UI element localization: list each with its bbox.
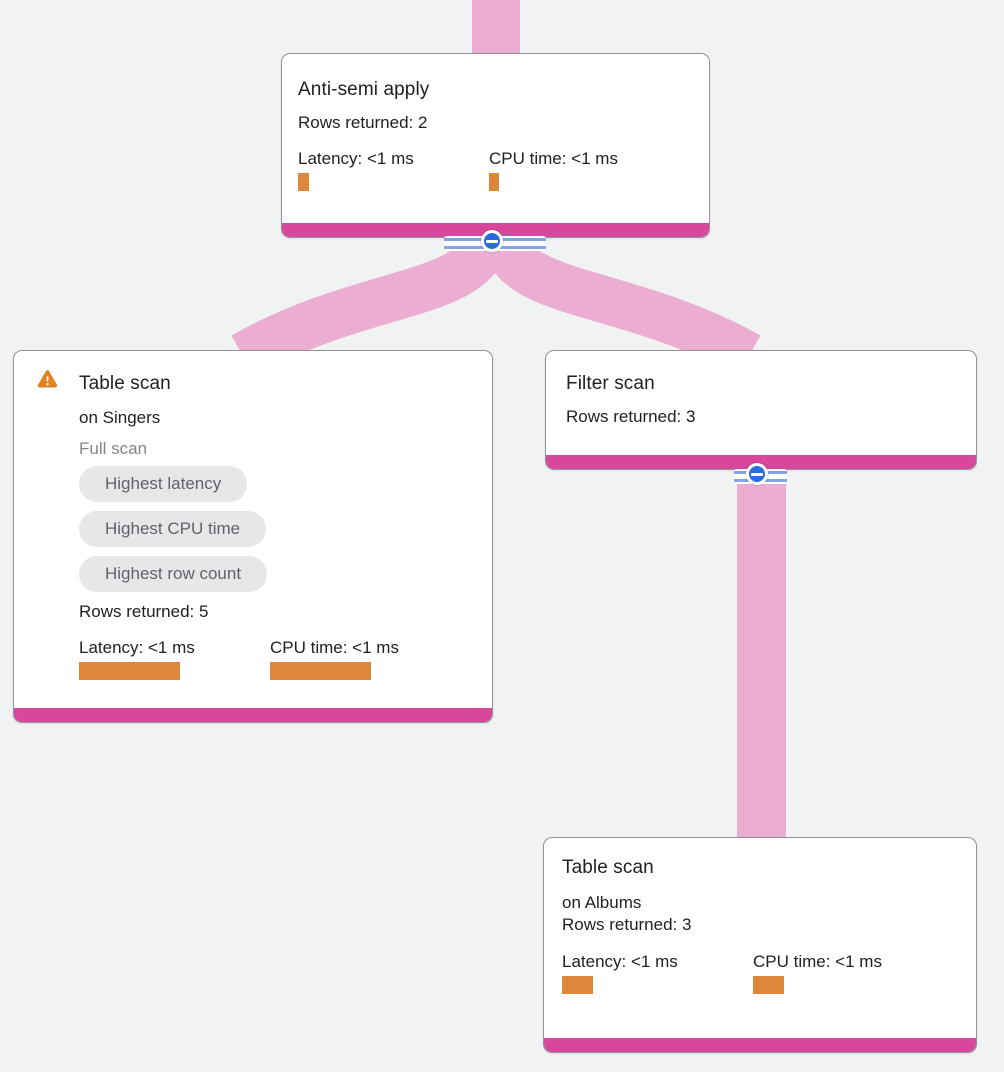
- rows-returned: Rows returned: 5: [79, 602, 209, 621]
- accent-bar: [544, 1038, 976, 1052]
- node-title: Table scan: [79, 373, 171, 394]
- cpu-label: CPU time: <1 ms: [270, 638, 399, 657]
- plan-node-table-scan-singers[interactable]: Table scan on Singers Full scan Highest …: [13, 350, 493, 723]
- cpu-stat: CPU time: <1 ms: [489, 148, 680, 191]
- edge-root-to-table-scan-singers: [231, 231, 510, 377]
- node-stats: Latency: <1 ms CPU time: <1 ms: [79, 637, 476, 680]
- cpu-bar: [270, 662, 371, 680]
- latency-stat: Latency: <1 ms: [79, 637, 270, 680]
- node-subtitle: on Albums: [562, 893, 642, 912]
- node-title: Filter scan: [566, 373, 655, 394]
- plan-node-anti-semi-apply[interactable]: Anti-semi apply Rows returned: 2 Latency…: [281, 53, 710, 238]
- latency-label: Latency: <1 ms: [79, 638, 195, 657]
- node-body: Anti-semi apply Rows returned: 2 Latency…: [282, 54, 709, 191]
- rows-returned: Rows returned: 3: [562, 915, 692, 934]
- rows-returned: Rows returned: 3: [566, 407, 696, 426]
- node-subtitle: on Singers: [79, 408, 161, 427]
- plan-node-table-scan-albums[interactable]: Table scan on Albums Rows returned: 3 La…: [543, 837, 977, 1053]
- cpu-label: CPU time: <1 ms: [489, 149, 618, 168]
- accent-bar: [546, 455, 976, 469]
- cpu-stat: CPU time: <1 ms: [270, 637, 461, 680]
- edge-filter-to-table-scan-albums: [737, 458, 786, 840]
- plan-node-filter-scan[interactable]: Filter scan Rows returned: 3: [545, 350, 977, 470]
- latency-label: Latency: <1 ms: [562, 952, 678, 971]
- node-title: Anti-semi apply: [298, 79, 430, 100]
- latency-stat: Latency: <1 ms: [298, 148, 489, 191]
- node-body: Table scan on Albums Rows returned: 3 La…: [544, 838, 976, 994]
- rows-returned: Rows returned: 2: [298, 113, 428, 132]
- latency-label: Latency: <1 ms: [298, 149, 414, 168]
- warning-triangle-icon: [37, 370, 58, 388]
- edge-into-root: [472, 0, 520, 56]
- cpu-bar: [753, 976, 784, 994]
- latency-bar: [79, 662, 180, 680]
- node-body: Filter scan Rows returned: 3: [546, 351, 976, 428]
- latency-bar: [562, 976, 593, 994]
- node-stats: Latency: <1 ms CPU time: <1 ms: [298, 148, 693, 191]
- latency-stat: Latency: <1 ms: [562, 951, 753, 994]
- badge-list: Highest latency Highest CPU time Highest…: [79, 466, 476, 592]
- edge-root-to-filter-scan: [480, 231, 761, 377]
- badge-highest-cpu-time: Highest CPU time: [79, 511, 267, 547]
- cpu-bar: [489, 173, 499, 191]
- node-title: Table scan: [562, 857, 654, 878]
- collapse-button-filter[interactable]: [746, 463, 768, 485]
- cpu-stat: CPU time: <1 ms: [753, 951, 944, 994]
- node-body: Table scan on Singers Full scan Highest …: [14, 351, 492, 680]
- minus-icon: [751, 472, 763, 476]
- full-scan-note: Full scan: [79, 439, 148, 458]
- collapse-button-root[interactable]: [481, 230, 503, 252]
- node-stats: Latency: <1 ms CPU time: <1 ms: [562, 951, 960, 994]
- minus-icon: [486, 239, 498, 243]
- badge-highest-latency: Highest latency: [79, 466, 248, 502]
- latency-bar: [298, 173, 309, 191]
- cpu-label: CPU time: <1 ms: [753, 952, 882, 971]
- badge-highest-row-count: Highest row count: [79, 556, 268, 592]
- accent-bar: [14, 708, 492, 722]
